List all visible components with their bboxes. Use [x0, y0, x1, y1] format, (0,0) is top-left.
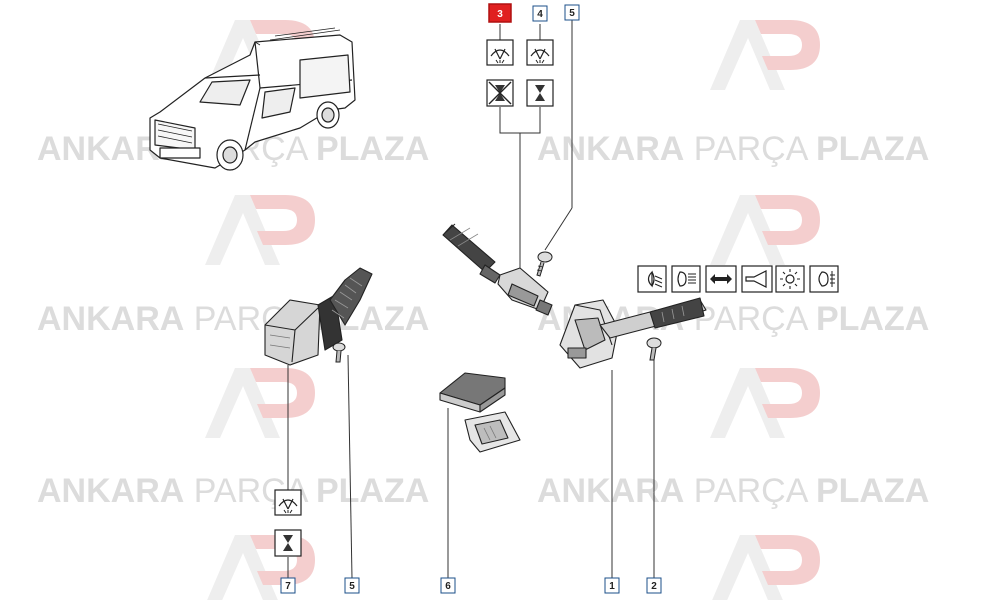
callout-label-5-top[interactable]: 5 — [564, 4, 580, 21]
wiper-icon — [274, 489, 302, 516]
callout-number: 7 — [285, 581, 291, 592]
watermark-logo — [205, 195, 315, 265]
hazard-switch-part-6[interactable] — [439, 372, 521, 453]
watermark-row: ANKARA PARÇA PLAZA — [537, 130, 929, 168]
callout-number: 5 — [349, 581, 355, 592]
watermark-logo — [710, 20, 820, 90]
light-symbols-row — [637, 265, 839, 293]
watermark-logo — [205, 368, 315, 438]
main-beam-icon — [671, 265, 701, 293]
no-intermittent-icon — [486, 79, 514, 107]
callout-label-6[interactable]: 6 — [440, 577, 456, 594]
wiper-stalk-part-3[interactable] — [442, 223, 553, 316]
callout-number: 2 — [651, 581, 657, 592]
horn-icon — [741, 265, 773, 293]
screw-part-5[interactable] — [536, 251, 553, 277]
callout-number: 3 — [497, 9, 503, 20]
wiper-icon — [526, 39, 554, 66]
watermark-logo — [710, 368, 820, 438]
callout-label-3[interactable]: 3 — [488, 3, 512, 23]
watermark-row: ANKARA PARÇA PLAZA — [37, 472, 429, 510]
side-light-icon — [775, 265, 805, 293]
watermark-text: ANKARA PARÇA PLAZA ANKARA PARÇA PLAZA AN… — [37, 130, 929, 510]
callout-number: 4 — [537, 9, 543, 20]
callout-label-7[interactable]: 7 — [280, 577, 296, 594]
wiper-icon — [486, 39, 514, 66]
watermark-logo — [712, 535, 820, 600]
intermittent-icon — [526, 79, 554, 107]
rear-wiper-switch-part-7[interactable] — [264, 267, 373, 366]
callout-label-4[interactable]: 4 — [532, 5, 548, 22]
watermark-logos — [205, 20, 820, 600]
light-switch-part-1[interactable] — [559, 297, 707, 369]
watermark-logo — [710, 195, 820, 265]
callout-number: 6 — [445, 581, 451, 592]
callout-label-1[interactable]: 1 — [604, 577, 620, 594]
indicator-icon — [705, 265, 737, 293]
leader-lines — [287, 20, 655, 579]
van-illustration — [149, 27, 356, 171]
screw-part-2[interactable] — [646, 337, 662, 361]
callout-label-5-bottom[interactable]: 5 — [344, 577, 360, 594]
watermark-row: ANKARA PARÇA PLAZA — [537, 472, 929, 510]
callout-label-2[interactable]: 2 — [646, 577, 662, 594]
callout-number: 5 — [569, 8, 575, 19]
rear-fog-icon — [809, 265, 839, 293]
watermark-row: ANKARA PARÇA PLAZA — [37, 300, 429, 338]
screw-part-5-left[interactable] — [332, 342, 346, 363]
dipped-beam-icon — [637, 265, 667, 293]
callout-number: 1 — [609, 581, 615, 592]
intermittent-icon — [274, 529, 302, 557]
